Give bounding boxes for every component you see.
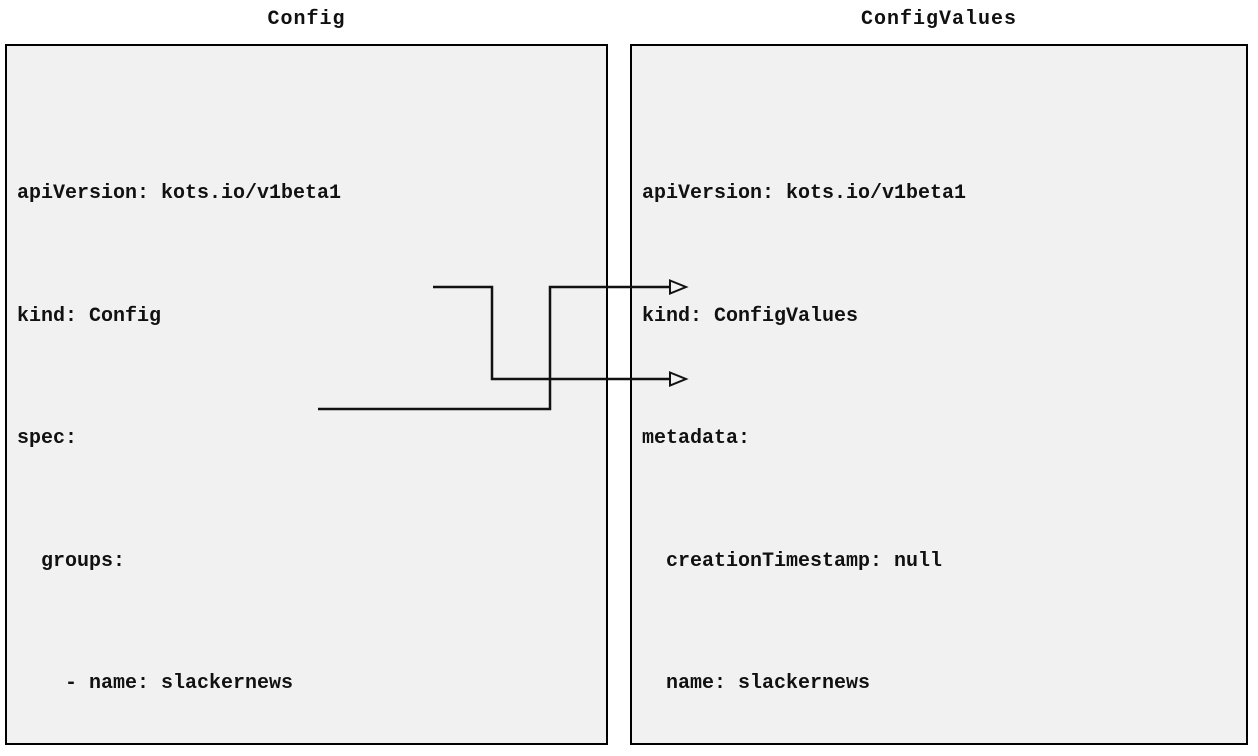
configvalues-panel-title: ConfigValues — [860, 8, 1018, 31]
yaml-line: kind: Config — [17, 304, 162, 328]
config-yaml-code: apiVersion: kots.io/v1beta1 kind: Config… — [7, 46, 606, 756]
yaml-line: metadata: — [642, 427, 751, 451]
yaml-line: spec: — [17, 427, 78, 451]
yaml-line: groups: — [17, 549, 126, 573]
yaml-line: kind: ConfigValues — [642, 304, 859, 328]
config-panel: apiVersion: kots.io/v1beta1 kind: Config… — [5, 44, 608, 745]
configvalues-panel: apiVersion: kots.io/v1beta1 kind: Config… — [630, 44, 1248, 745]
configvalues-yaml-code: apiVersion: kots.io/v1beta1 kind: Config… — [632, 46, 1246, 756]
yaml-line: - name: slackernews — [17, 671, 294, 695]
yaml-line: apiVersion: kots.io/v1beta1 — [642, 182, 967, 206]
yaml-line: creationTimestamp: null — [642, 549, 943, 573]
config-panel-title: Config — [267, 8, 346, 31]
yaml-line: name: slackernews — [642, 671, 871, 695]
yaml-line: apiVersion: kots.io/v1beta1 — [17, 182, 342, 206]
